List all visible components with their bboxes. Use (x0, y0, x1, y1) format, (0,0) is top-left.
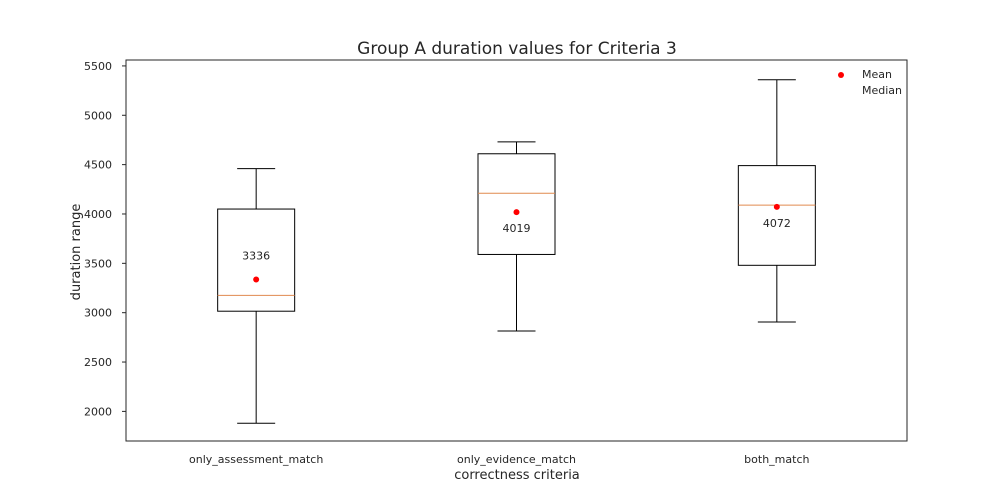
box-iqr (737, 165, 816, 266)
box-iqr (217, 208, 296, 312)
chart-title: Group A duration values for Criteria 3 (357, 39, 677, 59)
y-tick-label: 5500 (84, 60, 112, 73)
legend-label: Median (862, 84, 902, 97)
mean-point (773, 203, 780, 210)
mean-point (513, 209, 520, 216)
x-axis-label: correctness criteria (454, 468, 580, 483)
y-axis-label: duration range (69, 204, 84, 301)
y-tick-label: 5000 (84, 109, 112, 122)
box-iqr (477, 153, 556, 255)
legend-label: Mean (862, 68, 892, 81)
x-tick-label: both_match (744, 453, 809, 466)
y-tick-label: 4000 (84, 208, 112, 221)
plot-frame (125, 59, 908, 442)
mean-value-label: 3336 (242, 250, 270, 263)
mean-point (253, 276, 260, 283)
y-tick-label: 4500 (84, 159, 112, 172)
mean-value-label: 4019 (503, 222, 531, 235)
mean-value-label: 4072 (763, 217, 791, 230)
chart-marks: 2000 2500 3000 3500 4000 4500 5000 5500 3336 only… (84, 60, 816, 466)
y-tick-label: 2500 (84, 356, 112, 369)
x-tick-label: only_assessment_match (189, 453, 323, 466)
y-tick-label: 2000 (84, 405, 112, 418)
legend-mean-marker (838, 72, 844, 78)
y-tick-label: 3500 (84, 257, 112, 270)
y-tick-label: 3000 (84, 307, 112, 320)
x-tick-label: only_evidence_match (457, 453, 576, 466)
